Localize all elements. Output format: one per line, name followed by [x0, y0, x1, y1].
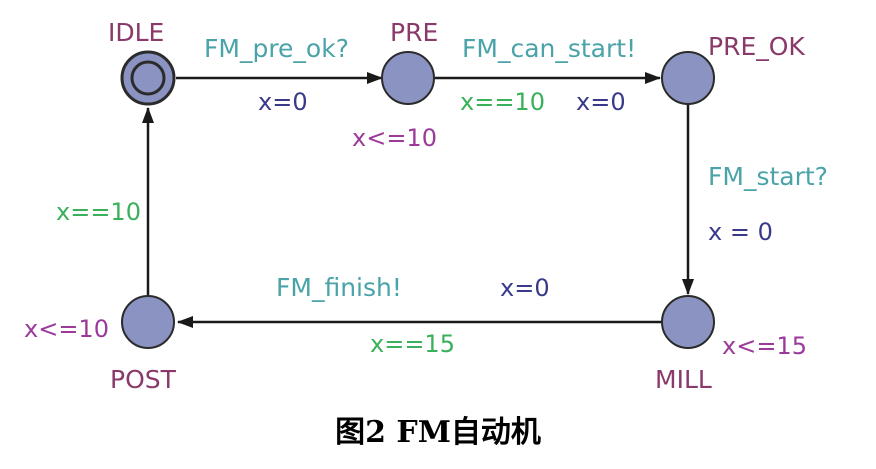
- sync-label-fm-start: FM_start?: [708, 162, 828, 191]
- guard-label-pre-to-preok: x==10: [460, 88, 545, 116]
- guard-label-mill-to-post: x==15: [370, 330, 455, 358]
- location-idle: [120, 50, 176, 106]
- location-name-post: POST: [110, 365, 177, 394]
- invariant-mill: x<=15: [722, 332, 807, 360]
- invariant-pre: x<=10: [352, 124, 437, 152]
- location-pre: [381, 51, 435, 105]
- location-name-pre: PRE: [390, 18, 438, 47]
- location-name-idle: IDLE: [108, 18, 164, 47]
- assignment-label-mill-to-post: x=0: [500, 274, 550, 302]
- location-pre-ok: [661, 51, 715, 105]
- sync-label-fm-pre-ok: FM_pre_ok?: [204, 34, 349, 63]
- invariant-post: x<=10: [24, 315, 109, 343]
- location-name-mill: MILL: [655, 365, 712, 394]
- location-post: [121, 295, 175, 349]
- figure-caption: 图2 FM自动机: [335, 415, 541, 450]
- location-mill: [661, 295, 715, 349]
- location-name-pre-ok: PRE_OK: [708, 32, 805, 61]
- assignment-label-preok-to-mill: x = 0: [708, 218, 773, 246]
- sync-label-fm-finish: FM_finish!: [276, 273, 402, 302]
- initial-location-marker: [130, 60, 166, 96]
- sync-label-fm-can-start: FM_can_start!: [462, 34, 636, 63]
- assignment-label-pre-to-preok: x=0: [576, 88, 626, 116]
- guard-label-post-to-idle: x==10: [56, 198, 141, 226]
- assignment-label-idle-to-pre: x=0: [258, 88, 308, 116]
